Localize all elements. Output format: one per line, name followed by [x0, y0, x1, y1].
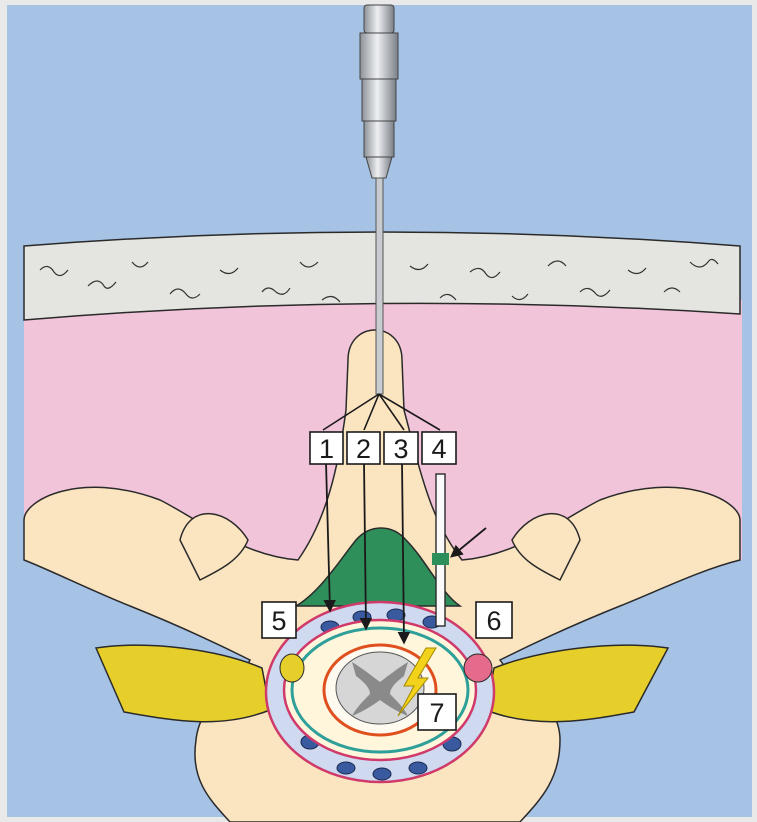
- label-4: 4: [422, 432, 456, 464]
- catheter-gap: [432, 553, 449, 565]
- svg-text:1: 1: [319, 434, 334, 464]
- syringe-hub-icon: [360, 5, 398, 178]
- label-1: 1: [310, 432, 343, 464]
- svg-text:2: 2: [356, 434, 371, 464]
- label-7: 7: [418, 694, 456, 730]
- svg-text:4: 4: [431, 434, 446, 464]
- epidural-fat-left: [280, 654, 304, 682]
- label-6: 6: [476, 602, 512, 638]
- label-2: 2: [347, 432, 380, 464]
- epidural-fat-right: [464, 654, 492, 682]
- svg-text:7: 7: [429, 698, 444, 728]
- svg-text:3: 3: [393, 434, 408, 464]
- label-5: 5: [262, 602, 296, 638]
- svg-text:6: 6: [486, 606, 501, 636]
- svg-text:5: 5: [271, 606, 286, 636]
- label-3: 3: [384, 432, 418, 464]
- epidural-catheter: [436, 474, 445, 626]
- spinal-needle-icon: [376, 178, 383, 394]
